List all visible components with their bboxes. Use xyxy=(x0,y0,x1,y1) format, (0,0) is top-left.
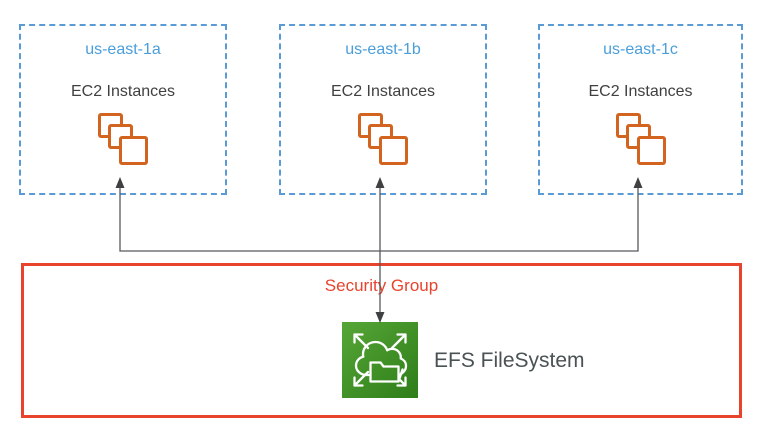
instance-square-front xyxy=(636,136,666,165)
ec2-instances-label-a: EC2 Instances xyxy=(70,83,176,100)
security-group-label: Security Group xyxy=(324,276,439,295)
ec2-instances-icon xyxy=(358,113,408,165)
availability-zone-box-c: us-east-1c EC2 Instances xyxy=(538,24,743,195)
availability-zone-box-a: us-east-1a EC2 Instances xyxy=(19,24,227,195)
efs-icon xyxy=(342,322,418,398)
zone-label-c: us-east-1c xyxy=(603,41,678,58)
efs-filesystem-label: EFS FileSystem xyxy=(434,349,585,372)
branch-connector-line xyxy=(119,188,639,252)
ec2-instances-icon xyxy=(98,113,148,165)
instance-square-front xyxy=(119,136,148,165)
ec2-instances-label-b: EC2 Instances xyxy=(330,83,436,100)
availability-zone-box-b: us-east-1b EC2 Instances xyxy=(279,24,487,195)
ec2-instances-label-c: EC2 Instances xyxy=(588,83,693,100)
efs-cloud-folder-expand-icon xyxy=(342,322,418,398)
instance-square-front xyxy=(379,136,408,165)
ec2-instances-icon xyxy=(615,113,666,165)
zone-label-a: us-east-1a xyxy=(85,41,161,58)
zone-label-b: us-east-1b xyxy=(345,41,421,58)
